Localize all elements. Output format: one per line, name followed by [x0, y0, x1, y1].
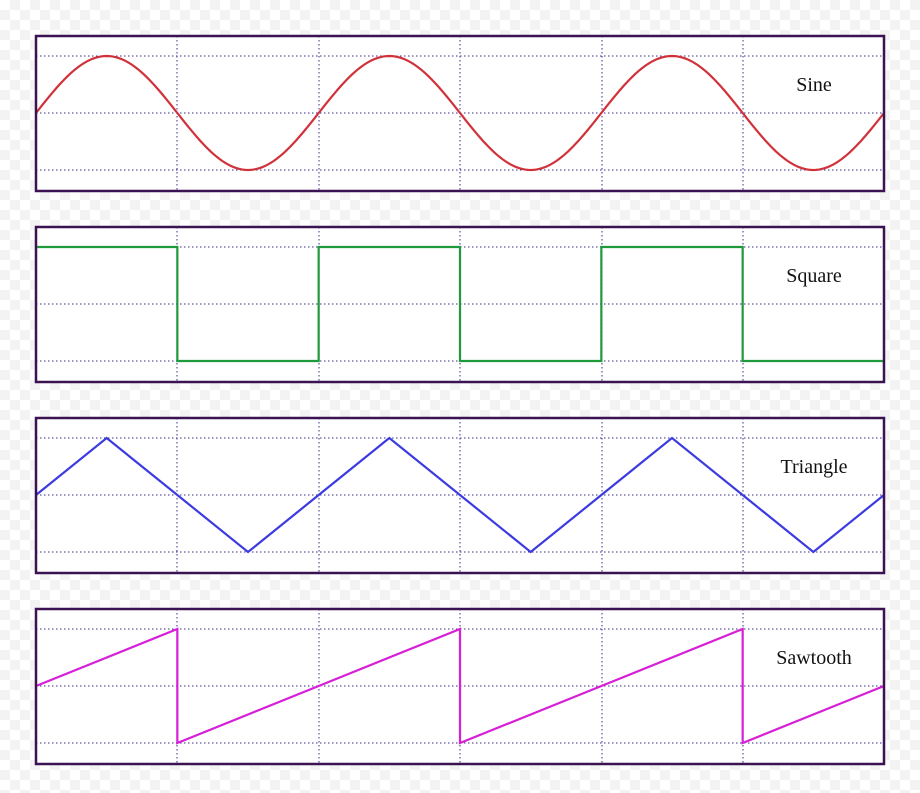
square-panel: Square — [34, 225, 886, 384]
sine-label: Sine — [796, 74, 832, 96]
sawtooth-label: Sawtooth — [776, 647, 852, 669]
triangle-panel-frame — [34, 416, 886, 575]
square-panel-frame — [34, 225, 886, 384]
sawtooth-waveform — [35, 627, 885, 745]
sawtooth-panel: Sawtooth — [34, 607, 886, 766]
triangle-label: Triangle — [780, 456, 847, 478]
sine-waveform — [35, 54, 885, 172]
square-label: Square — [786, 265, 842, 287]
sine-panel: Sine — [34, 34, 886, 193]
sine-panel-frame — [34, 34, 886, 193]
triangle-panel: Triangle — [34, 416, 886, 575]
sawtooth-panel-frame — [34, 607, 886, 766]
triangle-waveform — [35, 436, 885, 554]
square-waveform — [36, 245, 884, 363]
